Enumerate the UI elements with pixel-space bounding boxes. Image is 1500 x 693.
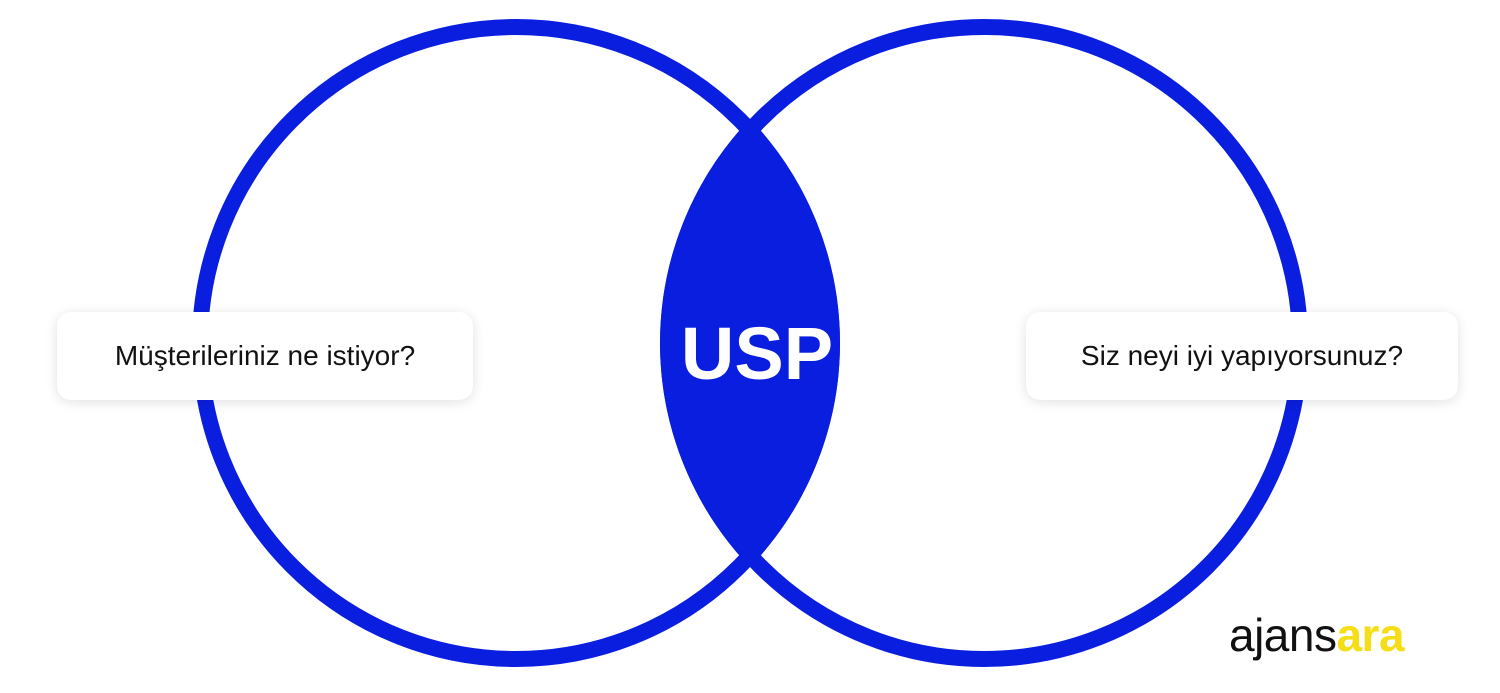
logo-part-dark: ajans — [1229, 609, 1337, 661]
usp-label: USP — [681, 312, 833, 395]
right-question-text: Siz neyi iyi yapıyorsunuz? — [1080, 340, 1404, 371]
logo-part-accent: ara — [1336, 609, 1405, 661]
left-question-callout: Müşterileriniz ne istiyor? — [57, 312, 473, 400]
right-question-callout: Siz neyi iyi yapıyorsunuz? — [1026, 312, 1458, 400]
left-question-text: Müşterileriniz ne istiyor? — [114, 340, 416, 371]
ajansara-logo: ajansara — [1229, 609, 1405, 661]
